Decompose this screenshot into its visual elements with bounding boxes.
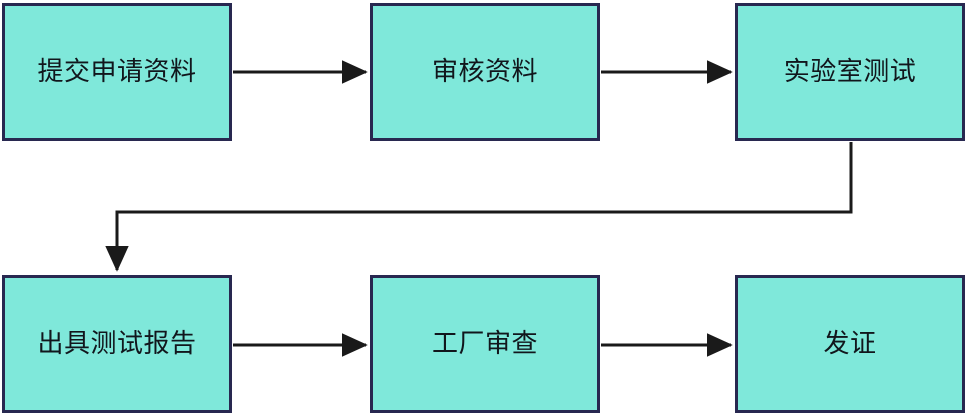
node-label: 实验室测试 xyxy=(783,57,917,87)
node-review-materials[interactable]: 审核资料 xyxy=(370,3,600,141)
node-label: 工厂审查 xyxy=(431,329,538,359)
node-submit-application[interactable]: 提交申请资料 xyxy=(2,3,232,141)
node-laboratory-test[interactable]: 实验室测试 xyxy=(735,3,965,141)
node-label: 提交申请资料 xyxy=(37,57,197,87)
node-label: 出具测试报告 xyxy=(37,329,197,359)
edge-labtest-to-report xyxy=(105,142,853,272)
node-factory-audit[interactable]: 工厂审查 xyxy=(370,275,600,413)
node-issue-certificate[interactable]: 发证 xyxy=(735,275,965,413)
node-issue-test-report[interactable]: 出具测试报告 xyxy=(2,275,232,413)
node-label: 发证 xyxy=(823,329,877,359)
node-label: 审核资料 xyxy=(431,57,538,87)
